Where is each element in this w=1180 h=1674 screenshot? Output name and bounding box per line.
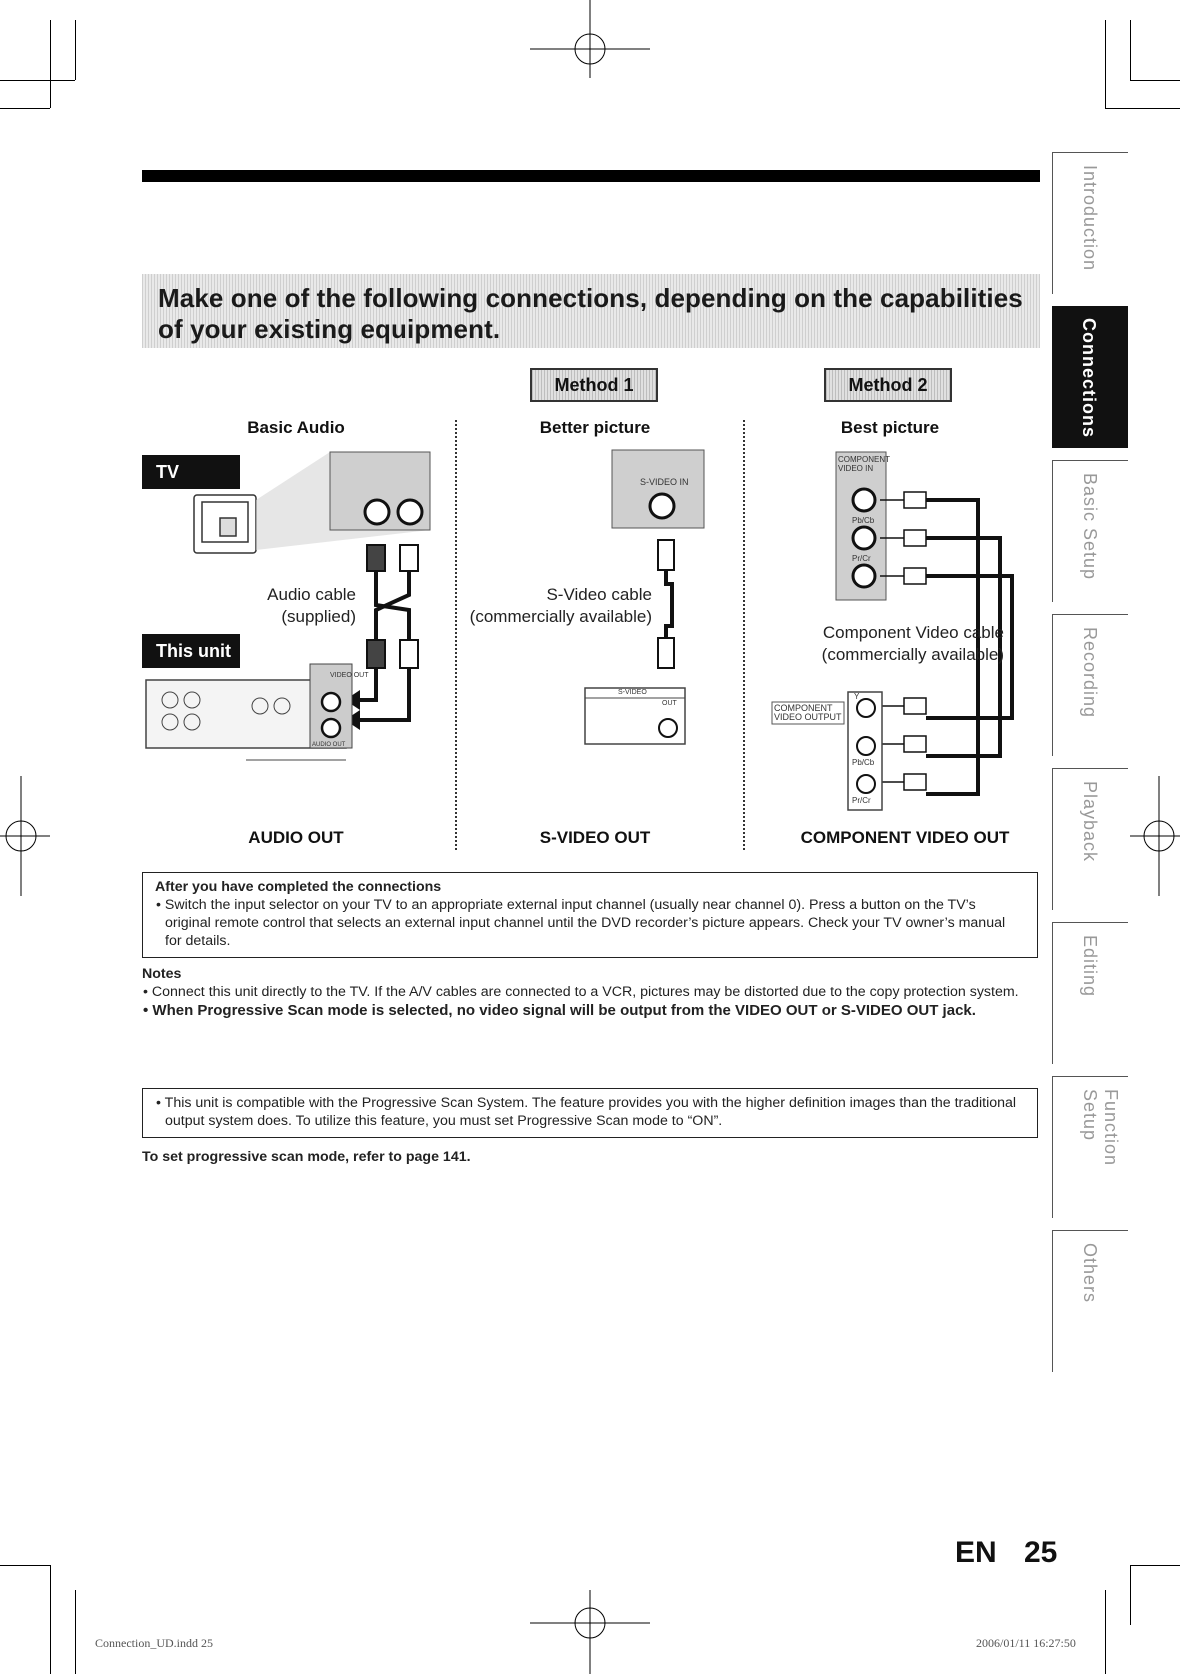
svideo-jack-label: S-VIDEO xyxy=(618,689,647,696)
notes-item-2: • When Progressive Scan mode is selected… xyxy=(143,1002,976,1019)
pr-cr-out-label: Pr/Cr xyxy=(852,796,871,805)
notes-title: Notes xyxy=(142,966,182,982)
this-unit-badge: This unit xyxy=(142,634,240,668)
component-video-output-label: COMPONENT VIDEO OUTPUT xyxy=(774,703,842,722)
tv-badge: TV xyxy=(142,455,240,489)
crop-mark xyxy=(1105,20,1106,108)
svideo-out-label: OUT xyxy=(662,700,677,707)
crop-mark xyxy=(1105,108,1180,109)
crop-mark xyxy=(0,80,75,81)
audio-cable-label: Audio cable (supplied) xyxy=(236,584,356,628)
tab-basic-setup[interactable]: Basic Setup xyxy=(1052,460,1128,602)
column-footer-audio-out: AUDIO OUT xyxy=(248,828,344,847)
tab-introduction-label: Introduction xyxy=(1080,165,1100,272)
svideo-cable-label: S-Video cable (commercially available) xyxy=(462,584,652,628)
svideo-cable-line1: S-Video cable xyxy=(546,585,652,604)
column-footer-component-out: COMPONENT VIDEO OUT xyxy=(800,828,1010,847)
pb-cb-label: Pb/Cb xyxy=(852,516,875,525)
crop-mark xyxy=(75,20,76,80)
progressive-info-box: • This unit is compatible with the Progr… xyxy=(142,1088,1038,1138)
notes-section: Notes • Connect this unit directly to th… xyxy=(142,965,1022,1020)
component-cable-label: Component Video cable (commercially avai… xyxy=(780,622,1004,666)
column-footer-svideo-out: S-VIDEO OUT xyxy=(539,828,651,847)
tab-recording-label: Recording xyxy=(1080,627,1100,719)
tab-others-label: Others xyxy=(1080,1243,1100,1304)
column-title-basic: Basic Audio xyxy=(247,418,345,437)
page-heading: Make one of the following connections, d… xyxy=(158,283,1023,344)
tab-playback[interactable]: Playback xyxy=(1052,768,1128,910)
method-1-badge: Method 1 xyxy=(530,368,658,402)
tab-introduction[interactable]: Introduction xyxy=(1052,152,1128,294)
method-2-badge: Method 2 xyxy=(824,368,952,402)
column-title-better: Better picture xyxy=(539,418,651,437)
svideo-cable-line2: (commercially available) xyxy=(469,607,652,626)
tab-recording[interactable]: Recording xyxy=(1052,614,1128,756)
crop-mark xyxy=(1105,1590,1106,1674)
notes-item-1: • Connect this unit directly to the TV. … xyxy=(143,984,1019,1000)
column-divider xyxy=(743,420,745,850)
top-rule xyxy=(142,170,1040,182)
refer-text: To set progressive scan mode, refer to p… xyxy=(142,1149,471,1165)
crop-mark xyxy=(1130,1565,1180,1566)
crop-mark xyxy=(1130,80,1180,81)
crop-mark xyxy=(1130,20,1131,80)
tab-connections[interactable]: Connections xyxy=(1052,306,1128,448)
crop-mark xyxy=(50,1565,51,1674)
pb-cb-out-label: Pb/Cb xyxy=(852,758,875,767)
column-title-best: Best picture xyxy=(840,418,940,437)
tab-function-setup[interactable]: Function Setup xyxy=(1052,1076,1128,1218)
crop-mark xyxy=(0,1565,50,1566)
component-cable-line1: Component Video cable xyxy=(822,623,1004,642)
footer-timestamp: 2006/01/11 16:27:50 xyxy=(976,1636,1076,1650)
page-number: 25 xyxy=(1024,1536,1058,1569)
component-cable-line2: (commercially available) xyxy=(821,645,1004,664)
footer-filename: Connection_UD.indd 25 xyxy=(95,1636,213,1650)
audio-cable-line2: (supplied) xyxy=(281,607,356,626)
column-divider xyxy=(455,420,457,850)
audio-cable-line1: Audio cable xyxy=(267,585,356,604)
tab-connections-label: Connections xyxy=(1079,318,1099,439)
progressive-info-text: • This unit is compatible with the Progr… xyxy=(156,1095,1017,1129)
crop-mark xyxy=(0,108,50,109)
page-language: EN xyxy=(955,1536,997,1569)
y-label: Y xyxy=(854,692,860,701)
video-out-label: VIDEO OUT xyxy=(330,672,369,679)
tab-playback-label: Playback xyxy=(1080,781,1100,863)
tab-others[interactable]: Others xyxy=(1052,1230,1128,1372)
after-connections-box: After you have completed the connections… xyxy=(142,872,1038,958)
audio-out-jack-label: AUDIO OUT xyxy=(312,742,346,748)
tab-editing-label: Editing xyxy=(1080,935,1100,998)
svideo-in-label: S-VIDEO IN xyxy=(640,477,689,487)
tab-basic-setup-label: Basic Setup xyxy=(1080,473,1100,581)
after-connections-title: After you have completed the connections xyxy=(155,879,442,895)
heading-band xyxy=(142,274,1040,348)
crop-mark xyxy=(1130,1565,1131,1625)
crop-mark xyxy=(50,20,51,108)
pr-cr-label: Pr/Cr xyxy=(852,554,871,563)
tab-editing[interactable]: Editing xyxy=(1052,922,1128,1064)
crop-mark xyxy=(75,1590,76,1674)
component-video-in-label: COMPONENT VIDEO IN xyxy=(838,455,890,473)
after-connections-text: • Switch the input selector on your TV t… xyxy=(156,897,1006,949)
tab-function-setup-label: Function Setup xyxy=(1080,1089,1121,1167)
